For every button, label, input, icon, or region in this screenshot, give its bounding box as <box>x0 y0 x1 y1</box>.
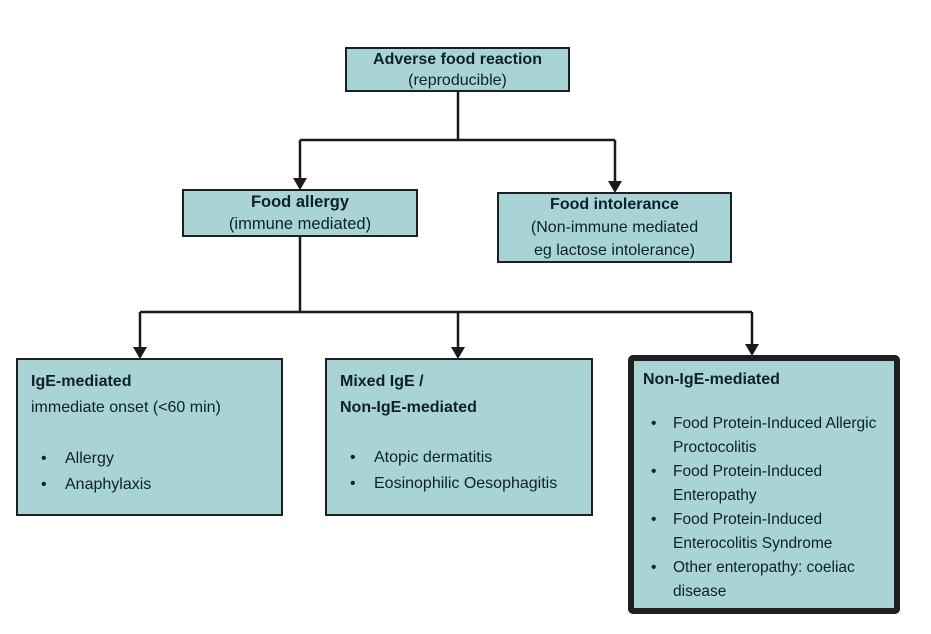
node-title: Adverse food reaction <box>373 50 542 68</box>
node-subtitle: (reproducible) <box>408 71 507 89</box>
node-subtitle: (Non-immune mediated <box>530 219 699 236</box>
bullet-icon: • <box>41 450 47 467</box>
list-item: • Anaphylaxis <box>31 472 269 498</box>
node-subtitle: immediate onset (<60 min) <box>31 399 221 416</box>
node-title: Mixed IgE / <box>340 373 424 390</box>
node-adverse-food-reaction: Adverse food reaction (reproducible) <box>345 47 570 92</box>
list-item: • Other enteropathy: coeliac disease <box>643 556 886 604</box>
node-title: Food allergy <box>250 193 350 211</box>
node-title: IgE-mediated <box>31 373 132 390</box>
bullet-icon: • <box>651 463 657 480</box>
node-non-ige-mediated: Non-IgE-mediated • Food Protein-Induced … <box>628 355 900 614</box>
node-title: Non-IgE-mediated <box>643 371 780 388</box>
list-item: • Food Protein-Induced Allergic Proctoco… <box>643 412 886 460</box>
bullet-list: • Food Protein-Induced Allergic Proctoco… <box>643 412 886 604</box>
node-subtitle: (immune mediated) <box>228 215 372 233</box>
node-food-allergy: Food allergy (immune mediated) <box>182 189 418 237</box>
bullet-icon: • <box>41 476 47 493</box>
list-item: • Eosinophilic Oesophagitis <box>340 471 579 497</box>
bullet-icon: • <box>651 415 657 432</box>
node-title: Non-IgE-mediated <box>340 399 477 416</box>
node-subtitle: eg lactose intolerance) <box>534 242 695 259</box>
bullet-icon: • <box>350 449 356 466</box>
bullet-icon: • <box>350 475 356 492</box>
node-food-intolerance: Food intolerance (Non-immune mediated eg… <box>497 192 732 263</box>
bullet-icon: • <box>651 511 657 528</box>
list-item: • Food Protein-Induced Enteropathy <box>643 460 886 508</box>
list-item: • Food Protein-Induced Enterocolitis Syn… <box>643 508 886 556</box>
bullet-list: • Allergy • Anaphylaxis <box>31 446 269 498</box>
list-item: • Allergy <box>31 446 269 472</box>
list-item: • Atopic dermatitis <box>340 445 579 471</box>
bullet-list: • Atopic dermatitis • Eosinophilic Oesop… <box>340 445 579 497</box>
node-ige-mediated: IgE-mediated immediate onset (<60 min) •… <box>16 358 283 516</box>
node-mixed-ige: Mixed IgE / Non-IgE-mediated • Atopic de… <box>325 358 593 516</box>
bullet-icon: • <box>651 559 657 576</box>
node-title: Food intolerance <box>550 196 679 213</box>
